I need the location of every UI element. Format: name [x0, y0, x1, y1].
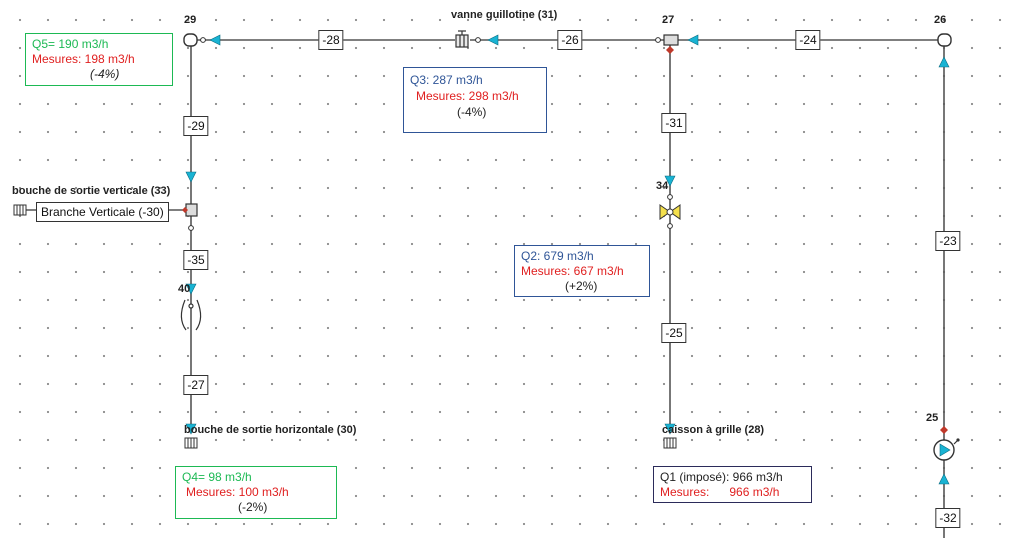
segment-label[interactable]: -27 [183, 375, 209, 395]
damper-34-icon [659, 204, 681, 220]
flow-arrow-down-icon [664, 175, 676, 187]
segment-label[interactable]: -23 [935, 231, 961, 251]
result-flow: Q2: 679 m3/h [521, 249, 594, 263]
caisson-grille-icon [663, 437, 677, 449]
result-flow: Q1 (imposé): 966 m3/h [660, 470, 783, 484]
node-40-label: 40 [178, 283, 191, 295]
flow-arrow-left-icon [209, 34, 221, 46]
result-flow: Q3: 287 m3/h [410, 73, 483, 87]
result-percent: (-4%) [457, 105, 487, 119]
node-marker-27 [666, 46, 674, 54]
segment-label[interactable]: -24 [795, 30, 821, 50]
segment-label[interactable]: -28 [318, 30, 344, 50]
junction-icon [200, 37, 206, 43]
flow-arrow-up-icon [938, 56, 950, 68]
caisson-grille-label: caisson à grille (28) [662, 424, 765, 436]
outlet-grille-icon [184, 437, 198, 449]
segment-label[interactable]: -26 [557, 30, 583, 50]
junction-icon [667, 194, 673, 200]
junction-icon [667, 223, 673, 229]
junction-icon [655, 37, 661, 43]
flow-arrow-up-icon [938, 473, 950, 485]
node-34-label: 34 [656, 180, 669, 192]
flow-arrow-down-icon [185, 423, 197, 435]
result-flow: Q5= 190 m3/h [32, 37, 109, 51]
node-29-label: 29 [184, 14, 197, 26]
result-box-q1: Q1 (imposé): 966 m3/h Mesures: 966 m3/h [653, 466, 812, 503]
result-percent: (-4%) [90, 67, 120, 81]
elbow-26 [937, 33, 952, 47]
result-percent: (-2%) [238, 500, 268, 514]
node-25-label: 25 [926, 412, 939, 424]
elbow-29 [183, 33, 198, 47]
result-flow: Q4= 98 m3/h [182, 470, 252, 484]
flow-arrow-down-icon [664, 423, 676, 435]
result-box-q2: Q2: 679 m3/h Mesures: 667 m3/h (+2%) [514, 245, 650, 297]
node-26-label: 26 [934, 14, 947, 26]
outlet-vertical-grille-icon [13, 204, 27, 216]
flow-arrow-left-icon [687, 34, 699, 46]
flow-arrow-left-icon [487, 34, 499, 46]
result-measure: Mesures: 966 m3/h [660, 485, 780, 499]
segment-label[interactable]: -35 [183, 250, 209, 270]
flow-arrow-down-icon [185, 171, 197, 183]
junction-icon [188, 225, 194, 231]
fan-25-icon [933, 438, 960, 461]
result-box-q4: Q4= 98 m3/h Mesures: 100 m3/h (-2%) [175, 466, 337, 519]
vanne-guillotine-icon [455, 30, 469, 48]
junction-icon [475, 37, 481, 43]
result-box-q5: Q5= 190 m3/h Mesures: 198 m3/h (-4%) [25, 33, 173, 86]
segment-label[interactable]: -29 [183, 116, 209, 136]
tee-27 [663, 34, 679, 46]
node-27-label: 27 [662, 14, 675, 26]
result-measure: Mesures: 198 m3/h [32, 52, 135, 66]
segment-label[interactable]: -31 [661, 113, 687, 133]
vanne-guillotine-label: vanne guillotine (31) [451, 9, 558, 21]
result-box-q3: Q3: 287 m3/h Mesures: 298 m3/h (-4%) [403, 67, 547, 133]
result-measure: Mesures: 667 m3/h [521, 264, 624, 278]
result-measure: Mesures: 298 m3/h [416, 89, 519, 103]
segment-label[interactable]: -25 [661, 323, 687, 343]
result-percent: (+2%) [565, 279, 598, 293]
result-measure: Mesures: 100 m3/h [186, 485, 289, 499]
bouche-verticale-label: bouche de sortie verticale (33) [12, 185, 171, 197]
segment-label[interactable]: -32 [935, 508, 961, 528]
node-marker-25 [940, 426, 948, 434]
flex-connector-40-icon [180, 299, 202, 331]
node-marker-33 [182, 207, 188, 213]
flow-arrow-down-icon [185, 283, 197, 295]
bouche-horizontale-label: bouche de sortie horizontale (30) [184, 424, 357, 436]
branche-verticale-label[interactable]: Branche Verticale (-30) [36, 202, 169, 222]
